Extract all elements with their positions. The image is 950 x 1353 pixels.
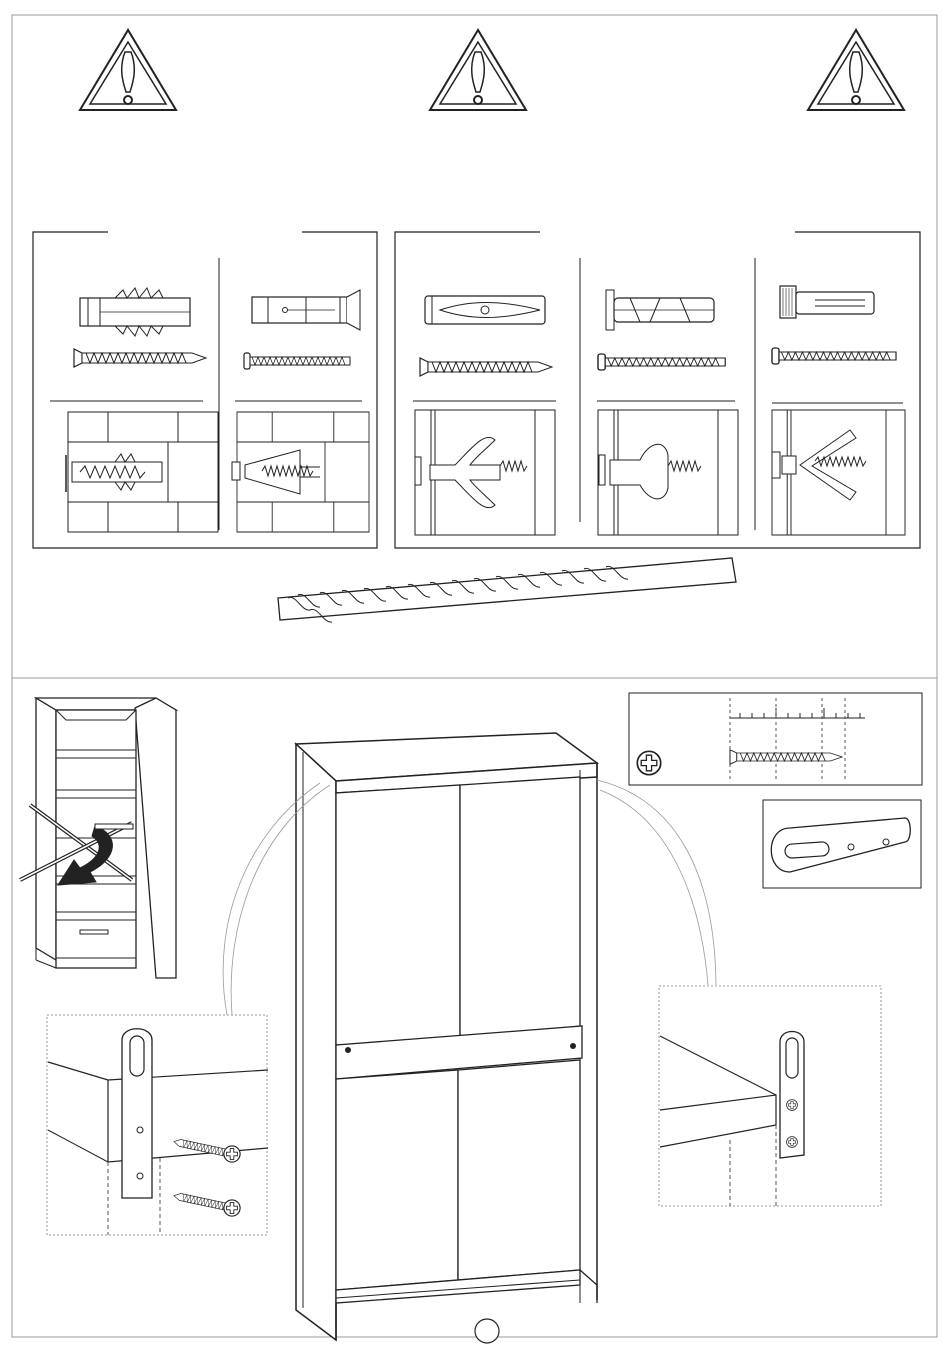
bracket-mounted-detail-icon [659,986,881,1206]
drill-bit-icon [278,558,736,622]
plastic-wall-plug-icon [80,288,190,336]
hollow-wall-anchor-panel [395,232,920,548]
spring-toggle-bolt-icon [780,286,874,318]
screw-ruler-icon [629,693,922,785]
warning-triangle-icon [80,30,176,110]
wardrobe-icon [296,733,597,1340]
machine-bolt-icon [772,348,896,364]
warning-triangle-icon [430,30,526,110]
bracket-screw-detail-icon [47,1015,268,1235]
machine-bolt-icon [598,354,725,370]
wood-screw-icon [420,358,552,376]
metal-cavity-anchor-icon [606,290,714,330]
wall-bracket-icon [763,800,921,888]
tipping-cabinet-crossed-icon [20,698,176,978]
solid-wall-anchor-panel [33,232,377,548]
callout-line [600,790,708,985]
plastic-cavity-plug-icon [425,296,545,324]
metal-expansion-anchor-icon [252,290,360,330]
machine-bolt-icon [244,353,350,369]
warning-triangle-icon [808,30,904,110]
wood-screw-icon [74,349,206,367]
callout-line [597,780,716,985]
page-number [474,1318,500,1344]
